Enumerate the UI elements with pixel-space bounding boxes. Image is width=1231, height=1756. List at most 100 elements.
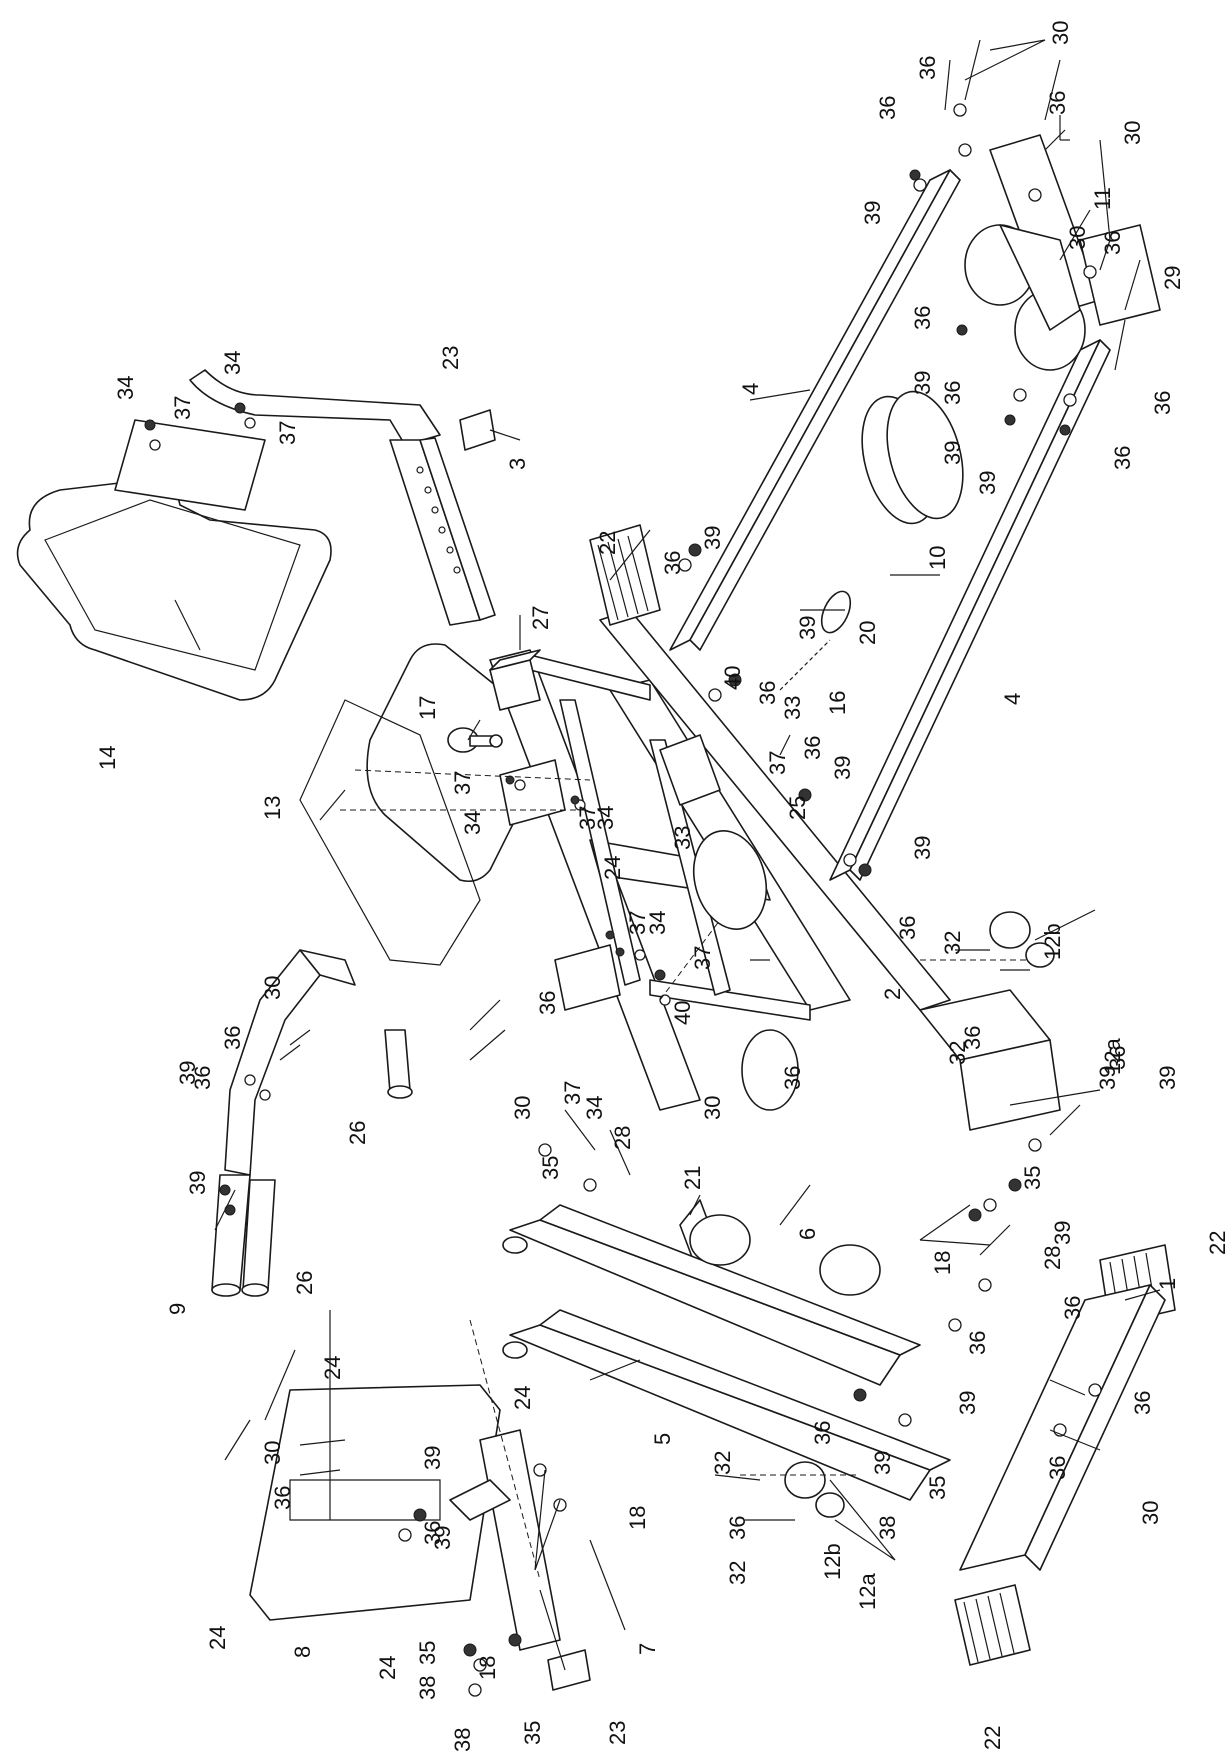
sleeve-insert-part-27 [489,649,541,711]
callout-34-a: 34 [113,376,138,400]
front-bar-part-9 [224,949,356,1176]
callout-38-a: 38 [875,1516,900,1540]
callout-21: 21 [680,1166,705,1190]
post-adjustment-holes [416,466,461,574]
callout-34-b: 34 [220,351,245,375]
callout-10: 10 [925,546,950,570]
callout-labels: 1 2 3 4 4 5 6 7 8 9 10 11 12a 12a 12b 12… [95,21,1230,1752]
callout-36-v: 36 [1045,1456,1070,1480]
callout-25: 25 [785,796,810,820]
callout-39-q: 39 [185,1171,210,1195]
callout-40-a: 40 [720,666,745,690]
callout-35-a: 35 [538,1156,563,1180]
callout-34-e: 34 [645,911,670,935]
callout-36-c: 36 [1045,91,1070,115]
callout-14: 14 [95,746,120,770]
callout-9: 9 [165,1303,190,1315]
arm-part-6 [502,1204,921,1386]
callout-22-right: 22 [1205,1231,1230,1255]
callout-2: 2 [880,988,905,1000]
callout-39-a: 39 [860,201,885,225]
callout-37-a: 37 [170,396,195,420]
arm-part-5 [502,1309,951,1501]
callout-35-d: 35 [415,1641,440,1665]
callout-8: 8 [290,1646,315,1658]
callout-18-3: 18 [475,1656,500,1680]
assembly-guide-lines [340,769,1030,1581]
callout-16: 16 [825,691,850,715]
callout-23-bottom: 23 [605,1721,630,1745]
rail-part-4-upper [669,169,961,651]
callout-1: 1 [1155,1278,1180,1290]
callout-26-lower: 26 [292,1271,317,1295]
callout-18-2: 18 [625,1506,650,1530]
foot-bracket-part-7 [449,1429,561,1651]
callout-32-b: 32 [945,1041,970,1065]
pivot-bracket-part-11 [964,134,1161,371]
callout-36-h: 36 [1110,446,1135,470]
callout-36-s: 36 [1060,1296,1085,1320]
callout-12a-2: 12a [855,1573,880,1610]
callout-35-e: 35 [520,1721,545,1745]
callout-37-c: 37 [450,771,475,795]
callout-37-h: 37 [560,1081,585,1105]
callout-39-f: 39 [795,616,820,640]
callout-30-h: 30 [1138,1501,1163,1525]
callout-37-b: 37 [275,421,300,445]
callout-5: 5 [650,1433,675,1445]
callout-12b-2: 12b [820,1543,845,1580]
callout-30-d: 30 [260,976,285,1000]
callout-39-c: 39 [940,441,965,465]
disc-pair-part-10 [861,390,964,525]
callout-36-i: 36 [660,551,685,575]
end-cap-part-22-bottom [954,1584,1031,1666]
callout-39-e: 39 [700,526,725,550]
end-cap-part-23-top [459,409,496,451]
carabiner-part-20 [820,590,852,634]
callout-23-top: 23 [438,346,463,370]
chain-part-16 [779,639,831,691]
callout-36-z: 36 [420,1521,445,1545]
callout-24-3: 24 [510,1386,535,1410]
callout-39-h: 39 [910,836,935,860]
callout-18-1: 18 [930,1251,955,1275]
callout-33-b: 33 [670,826,695,850]
callout-36-p: 36 [780,1066,805,1090]
callout-36-y: 36 [270,1486,295,1510]
callout-32-c: 32 [710,1451,735,1475]
callout-6: 6 [795,1228,820,1240]
callout-39-k: 39 [1050,1221,1075,1245]
callout-36-w: 36 [810,1421,835,1445]
callout-32-d: 32 [725,1561,750,1585]
pillow-block-part-12-lower [784,1461,845,1518]
roller-pad-part-26-upper [384,1029,413,1099]
callout-11: 11 [1090,187,1115,210]
callout-36-j: 36 [755,681,780,705]
callout-38-b: 38 [415,1676,440,1700]
callout-36-q: 36 [960,1026,985,1050]
callout-36-e: 36 [910,306,935,330]
leader-lines [174,39,1161,1671]
callout-20: 20 [855,621,880,645]
callout-24-5: 24 [375,1656,400,1680]
callout-36-f: 36 [940,381,965,405]
bolts [279,39,1141,1521]
callout-37-g: 37 [690,946,715,970]
callout-36-r: 36 [1105,1046,1130,1070]
callout-39-n: 39 [420,1446,445,1470]
pop-pin-knob-part-17 [447,727,503,753]
callout-39-l: 39 [955,1391,980,1415]
callout-36-k: 36 [800,736,825,760]
callout-36-n: 36 [220,1026,245,1050]
callout-32-a: 32 [940,931,965,955]
callout-36-u: 36 [1130,1391,1155,1415]
callout-30-b: 30 [1120,121,1145,145]
end-cap-part-23-bottom [547,1649,591,1691]
callout-33-a: 33 [780,696,805,720]
callout-30-g: 30 [260,1441,285,1465]
callout-35-c: 35 [925,1476,950,1500]
callout-4-lower: 4 [1000,693,1025,705]
callout-24-4: 24 [205,1626,230,1650]
frame-mount-plates [499,759,621,1011]
callout-13: 13 [260,796,285,820]
